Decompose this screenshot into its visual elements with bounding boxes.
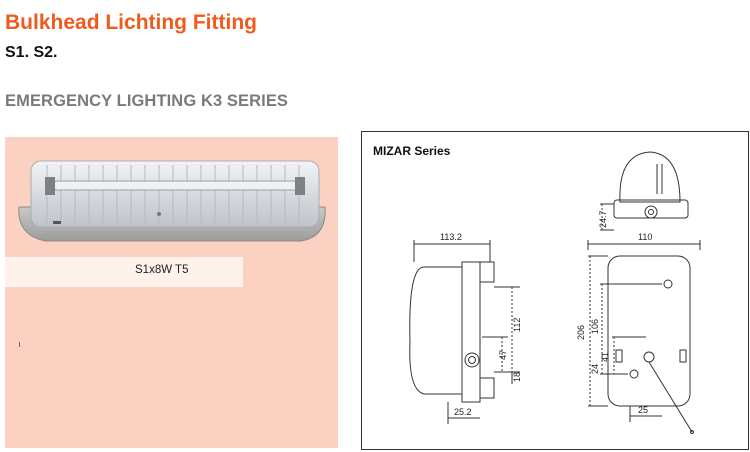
dim-110: 110 [638, 232, 652, 242]
dimension-drawing: 24.7 110 113.2 112 47 18 25.2 206 106 41… [409, 151, 701, 434]
dim-24: 24 [590, 364, 600, 374]
dim-113-2: 113.2 [440, 232, 462, 242]
dim-106: 106 [590, 319, 600, 334]
photo-caption: S1x8W T5 [135, 264, 189, 276]
section-heading: EMERGENCY LIGHTING K3 SERIES [5, 92, 289, 110]
product-photo-panel: S1x8W T5 [5, 137, 338, 448]
dim-18: 18 [512, 372, 522, 382]
dim-206: 206 [576, 325, 586, 340]
dim-41: 41 [600, 352, 610, 362]
drawing-title: MIZAR Series [373, 144, 451, 158]
technical-drawing-panel: MIZAR Series [361, 131, 749, 450]
model-subtitle: S1. S2. [5, 44, 58, 61]
stray-mark [19, 342, 20, 347]
dim-25-2: 25.2 [454, 407, 472, 417]
dim-47: 47 [498, 350, 508, 360]
dim-25: 25 [638, 405, 648, 415]
dim-24-7: 24.7 [598, 210, 608, 228]
page-title: Bulkhead Lichting Fitting [5, 11, 257, 34]
bulkhead-fitting-image [18, 160, 326, 242]
caption-background [5, 257, 243, 287]
dim-112: 112 [512, 318, 522, 332]
